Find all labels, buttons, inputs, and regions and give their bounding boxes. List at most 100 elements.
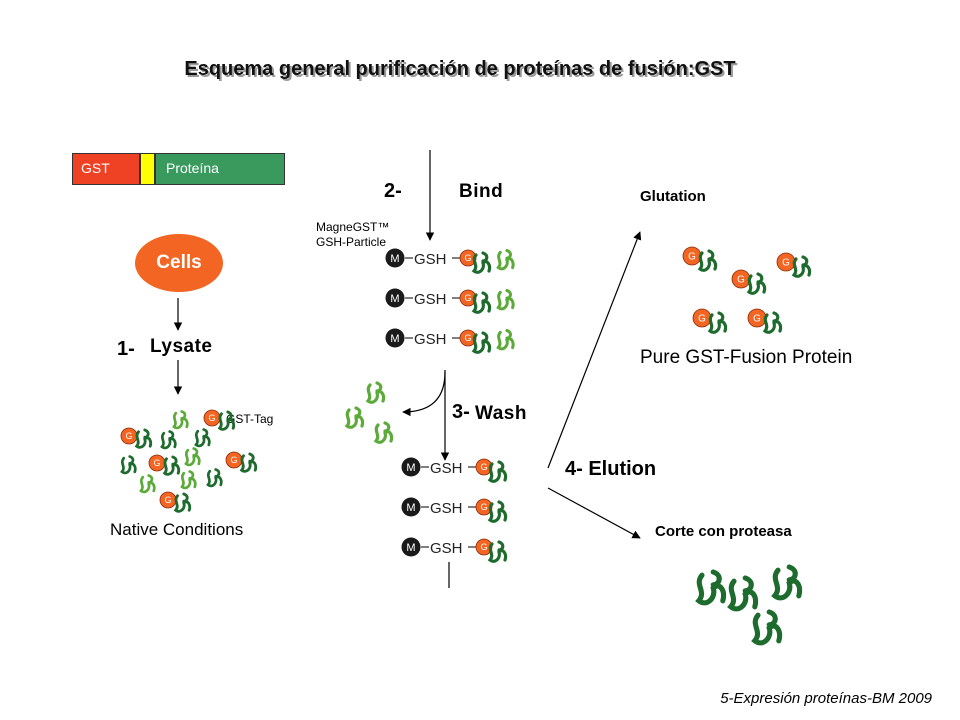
pure-protein-5 (762, 311, 783, 334)
pure-g-2: G (731, 269, 751, 289)
mix-contaminant-5 (139, 474, 156, 494)
mix-contaminant-4-shape (120, 455, 137, 475)
mix-contaminant-5-shape (139, 474, 156, 494)
bind-chain-2-bead-letter: M (390, 293, 399, 305)
mix-protein-1-shape (134, 428, 153, 449)
pure-g-2-letter: G (737, 275, 745, 286)
pure-g-1: G (682, 246, 702, 266)
glutation-label: Glutation (640, 188, 706, 205)
washed-blob-3-shape (373, 421, 394, 444)
pure-g-1-letter: G (688, 252, 696, 263)
bind-chain-3-protein (471, 331, 492, 354)
mix-protein-4 (239, 452, 258, 473)
pure-g-4-letter: G (698, 314, 706, 325)
pure-protein-4 (707, 311, 728, 334)
bind-chain-3-protein-shape (471, 331, 492, 354)
pure-protein-2-shape (746, 272, 767, 295)
page-title: Esquema general purificación de proteína… (184, 58, 736, 80)
wash-chain-2-protein (487, 500, 508, 523)
cleaved-protein-3-shape (771, 564, 803, 601)
mix-contaminant-4 (120, 455, 137, 475)
mix-contaminant-6-shape (206, 468, 223, 488)
bind-chain-3-g-letter: G (465, 333, 472, 343)
bind-chain-2-protein (471, 291, 492, 314)
wash-chain-2: M GSH (401, 497, 476, 517)
bind-chain-3-contaminant-shape (496, 328, 515, 351)
wash-chain-1-gsh: GSH (430, 460, 463, 477)
bind-chain-2-protein-shape (471, 291, 492, 314)
pure-protein-2 (746, 272, 767, 295)
step-1-number: 1- (117, 338, 135, 360)
washed-blob-2-shape (344, 406, 365, 429)
pure-protein-3-shape (791, 255, 812, 278)
wash-chain-3: M GSH (401, 537, 476, 557)
cleaved-protein-2-shape (727, 575, 759, 612)
mix-contaminant-8-shape (194, 428, 211, 448)
mix-g-5: G (159, 491, 177, 509)
wash-chain-1-protein-shape (487, 460, 508, 483)
protein-domain-box: Proteína (155, 153, 285, 185)
bind-chain-3-bead-letter: M (390, 333, 399, 345)
mix-protein-4-shape (239, 452, 258, 473)
bind-chain-1-protein-shape (471, 251, 492, 274)
particle-label-line-2: GSH-Particle (316, 235, 387, 249)
cleaved-protein-1-shape (695, 569, 727, 606)
mix-protein-3-shape (217, 410, 236, 431)
bind-chain-2-contaminant (496, 288, 515, 311)
bind-chain-2-gsh: GSH (414, 291, 447, 308)
washed-blob-2 (344, 406, 365, 429)
pure-g-5-letter: G (753, 314, 761, 325)
mix-protein-2 (162, 455, 181, 476)
wash-chain-2-bead (401, 497, 421, 517)
pure-g-3-letter: G (782, 258, 790, 269)
bind-chain-1-contaminant (496, 248, 515, 271)
elution-label: 4- Elution (565, 458, 657, 480)
cleaved-protein-4 (751, 609, 783, 646)
cleaved-protein-2 (727, 575, 759, 612)
pure-fusion-protein-label: Pure GST-Fusion Protein (640, 347, 853, 368)
mix-protein-5 (173, 492, 192, 513)
bind-chain-3-bead (385, 328, 405, 348)
cleaved-protein-3 (771, 564, 803, 601)
arrow-wash-out (402, 371, 446, 417)
wash-chain-3-bead-letter: M (406, 542, 415, 554)
wash-chain-2-protein-shape (487, 500, 508, 523)
mix-g-3: G (203, 409, 221, 427)
native-conditions-label: Native Conditions (110, 520, 244, 539)
wash-chain-1-protein (487, 460, 508, 483)
pure-protein-1 (697, 249, 718, 272)
wash-chain-3-bead (401, 537, 421, 557)
pure-g-5: G (747, 308, 767, 328)
mix-contaminant-7-shape (180, 470, 197, 490)
wash-chain-3-g-letter: G (481, 542, 488, 552)
cleaved-protein-1 (695, 569, 727, 606)
bind-chain-1-gsh: GSH (414, 251, 447, 268)
cleaved-protein-4-shape (751, 609, 783, 646)
bind-chain-2: M GSH (385, 288, 460, 308)
arrow-to-glutation (547, 231, 642, 469)
bind-chain-2-g-letter: G (465, 293, 472, 303)
wash-chain-3-gsh: GSH (430, 540, 463, 557)
cells-oval: Cells (135, 234, 223, 292)
gst-domain-box: GST (72, 153, 140, 185)
wash-chain-2-gsh: GSH (430, 500, 463, 517)
wash-chain-2-g-letter: G (481, 502, 488, 512)
bind-chain-1-contaminant-shape (496, 248, 515, 271)
footer-caption: 5-Expresión proteínas-BM 2009 (720, 690, 932, 707)
mix-contaminant-2-shape (160, 430, 177, 450)
mix-contaminant-7 (180, 470, 197, 490)
bind-chain-2-contaminant-shape (496, 288, 515, 311)
linker-box (140, 153, 155, 185)
bind-chain-1-bead (385, 248, 405, 268)
bind-chain-1-protein (471, 251, 492, 274)
mix-g-4-letter: G (231, 455, 238, 465)
particle-label-line-1: MagneGST™ (316, 220, 390, 234)
washed-blob-1-shape (365, 381, 386, 404)
mix-contaminant-1 (172, 410, 189, 430)
mix-contaminant-2 (160, 430, 177, 450)
mix-contaminant-3-shape (184, 447, 201, 467)
pure-g-4: G (692, 308, 712, 328)
wash-chain-2-bead-letter: M (406, 502, 415, 514)
pure-protein-5-shape (762, 311, 783, 334)
mix-g-2: G (148, 454, 166, 472)
